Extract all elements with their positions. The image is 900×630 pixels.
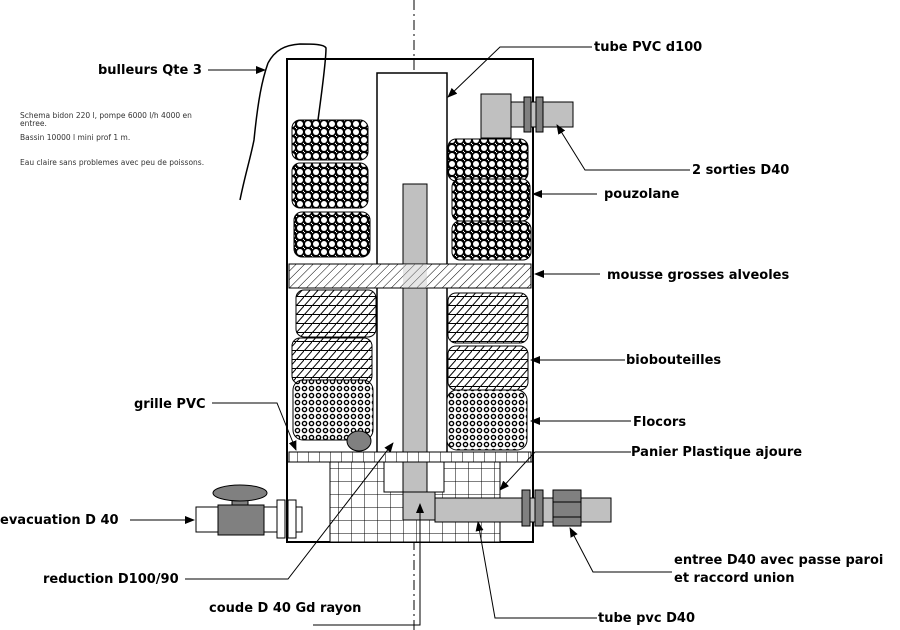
label-entree-line2: et raccord union xyxy=(674,571,794,586)
flocors-bag xyxy=(446,389,528,451)
pouzolane-bag xyxy=(291,162,369,209)
biobouteilles-bag xyxy=(295,289,377,338)
outlet-nut xyxy=(535,96,544,133)
label-tube-pvc-d40: tube pvc D40 xyxy=(598,611,695,626)
pouzolane-bag xyxy=(447,138,529,182)
evac-flange xyxy=(287,499,297,539)
outlet-nut xyxy=(523,96,532,133)
label-sorties: 2 sorties D40 xyxy=(692,163,789,178)
airline xyxy=(239,62,269,201)
inner-pipe-through-mousse xyxy=(403,264,427,288)
leader-tube-pvc-d40 xyxy=(475,521,597,619)
passe-paroi-nut xyxy=(534,489,544,527)
mousse-layer xyxy=(288,263,532,289)
inner-pipe-d40 xyxy=(402,183,428,503)
label-evacuation: evacuation D 40 xyxy=(0,513,119,528)
label-mousse: mousse grosses alveoles xyxy=(607,268,789,283)
inner-pipe-reduction xyxy=(402,461,428,493)
outlet-elbow xyxy=(480,93,512,139)
evac-flange xyxy=(276,499,286,539)
label-bulleurs: bulleurs Qte 3 xyxy=(98,63,202,78)
flocors-bag xyxy=(292,379,374,441)
leader-entree xyxy=(569,527,672,573)
evac-pipe xyxy=(195,506,219,533)
grille-pvc xyxy=(288,451,532,463)
note-line-4: Eau claire sans problemes avec peu de po… xyxy=(20,158,204,167)
label-biobouteilles: biobouteilles xyxy=(626,353,721,368)
biobouteilles-bag xyxy=(447,292,529,344)
evac-pipe xyxy=(295,506,303,533)
biobouteilles-bag xyxy=(447,345,529,391)
air-stone xyxy=(346,430,372,452)
label-coude: coude D 40 Gd rayon xyxy=(209,601,361,616)
passe-paroi-nut xyxy=(521,489,531,527)
label-tube-pvc-d100: tube PVC d100 xyxy=(594,40,702,55)
evac-pipe xyxy=(263,506,279,533)
label-flocors: Flocors xyxy=(633,415,686,430)
airline xyxy=(267,43,327,121)
pouzolane-bag xyxy=(451,178,531,222)
pouzolane-bag xyxy=(451,220,532,261)
leader-reduction xyxy=(185,442,394,580)
evac-valve-handle xyxy=(212,484,268,502)
label-grille: grille PVC xyxy=(134,397,206,412)
pouzolane-bag xyxy=(291,119,369,161)
leader-sorties xyxy=(556,124,690,171)
raccord-union xyxy=(552,489,582,527)
label-entree-line1: entree D40 avec passe paroi xyxy=(674,553,883,568)
pouzolane-bag xyxy=(293,211,371,258)
label-panier: Panier Plastique ajoure xyxy=(631,445,802,460)
leader-grille xyxy=(212,402,297,451)
note-line-1: Schema bidon 220 l, pompe 6000 l/h 4000 … xyxy=(20,111,192,120)
leader-panier xyxy=(499,451,631,491)
label-pouzolane: pouzolane xyxy=(604,187,679,202)
biobouteilles-bag xyxy=(291,337,373,385)
leader-coude xyxy=(313,503,424,626)
note-line-3: Bassin 10000 l mini prof 1 m. xyxy=(20,133,130,142)
evac-valve-body xyxy=(217,504,265,536)
label-reduction: reduction D100/90 xyxy=(43,572,179,587)
leader-tube-pvc-d100 xyxy=(447,46,592,98)
note-line-2: entree. xyxy=(20,119,47,128)
coude-d40 xyxy=(402,491,436,521)
